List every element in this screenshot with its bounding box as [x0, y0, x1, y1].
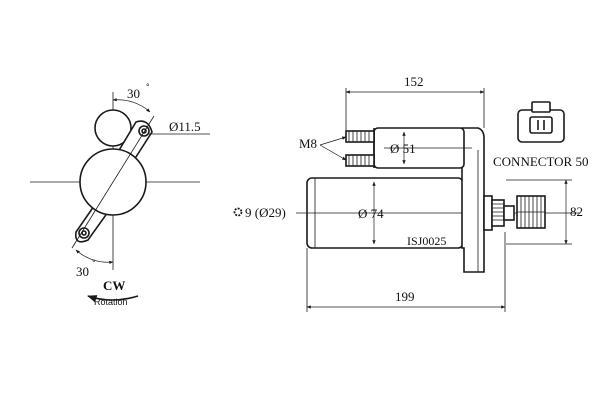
solenoid-diameter-label: Ø 51: [390, 141, 416, 156]
body-diameter-label: Ø 74: [358, 206, 384, 221]
angle-top-arc: [112, 97, 151, 113]
shaft-end: [503, 205, 515, 221]
connector-icon: [517, 101, 565, 143]
mount-hole-label: Ø11.5: [169, 119, 201, 134]
svg-text:°: °: [146, 82, 150, 92]
connector-label: CONNECTOR 50: [493, 154, 588, 169]
terminal-stud-lower: [345, 154, 375, 167]
mounting-flange: [461, 127, 485, 273]
part-code: ISJ0025: [407, 234, 446, 248]
mount-axis-line: [71, 115, 155, 249]
rotation-caption: Rotation: [94, 297, 128, 307]
terminal-thread-label: M8: [299, 136, 317, 151]
teeth-label: 9 (Ø29): [245, 205, 286, 220]
angle-top-label: 30: [127, 86, 140, 101]
rotation-arrow: [87, 295, 139, 303]
flange-to-front-label: 152: [404, 74, 424, 89]
svg-text:°: °: [92, 258, 96, 268]
rotation-direction: CW: [103, 278, 125, 293]
side-view: M8 Ø 51 Ø 74 82 152 199: [233, 74, 588, 312]
overall-length-label: 199: [395, 289, 415, 304]
angle-bottom-arc: [75, 249, 114, 265]
height-label: 82: [570, 204, 583, 219]
angle-bottom-label: 30: [76, 264, 89, 279]
gear-icon: [233, 207, 243, 217]
terminal-stud-upper: [345, 130, 375, 143]
front-view: 30 ° 30 ° Ø11.5 CW Rotation: [30, 82, 210, 307]
pinion-collar: [483, 195, 493, 231]
